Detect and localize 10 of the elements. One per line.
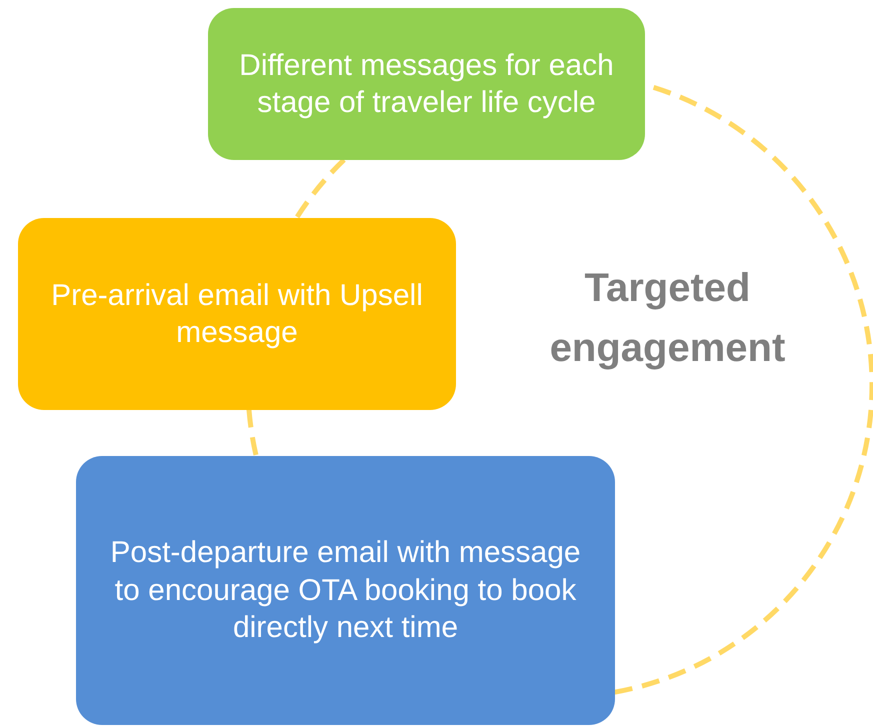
rounded-box	[18, 218, 456, 410]
rounded-box	[76, 456, 615, 725]
box-text: Pre-arrival email with Upsell message	[50, 278, 424, 351]
rounded-box	[208, 8, 645, 160]
center-label: Targeted engagement	[548, 265, 786, 372]
dashed-arc-connector	[614, 82, 873, 695]
dashed-arc-connector	[246, 409, 259, 457]
dashed-arc-connector	[294, 158, 346, 220]
box-text: Post-departure email with message to encourage OTA booking to book directly next time	[109, 535, 582, 646]
box-text: Different messages for each stage of traveler life cycle	[238, 48, 615, 121]
